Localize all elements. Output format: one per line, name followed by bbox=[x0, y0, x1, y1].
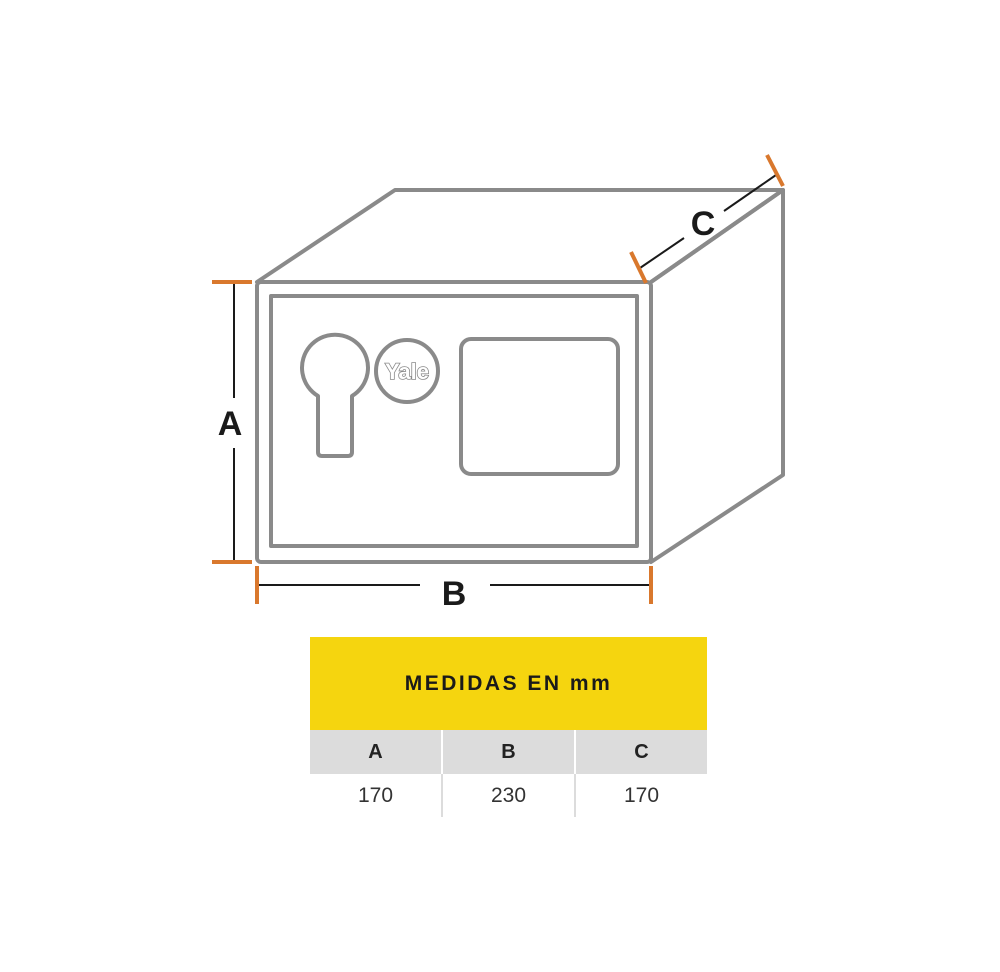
safe-body bbox=[255, 188, 785, 564]
dimension-a: A bbox=[212, 280, 252, 564]
safe-dimension-diagram: Yale A B C bbox=[212, 154, 785, 613]
header-cell-b: B bbox=[441, 730, 574, 774]
safe-side-face bbox=[649, 188, 785, 564]
value-cell-b: 230 bbox=[441, 774, 574, 817]
safe-door bbox=[269, 294, 639, 548]
header-cell-a: A bbox=[368, 740, 383, 763]
measurements-title: MEDIDAS EN mm bbox=[310, 637, 707, 730]
dimension-b: B bbox=[255, 566, 653, 613]
dimension-b-label: B bbox=[442, 575, 467, 613]
dimension-c-right-tick bbox=[765, 154, 785, 187]
measurements-header-row: A B C bbox=[310, 730, 707, 774]
measurements-table: MEDIDAS EN mm A B C 170 230 170 bbox=[310, 637, 707, 817]
dimension-c-left-tick bbox=[629, 251, 648, 284]
dimension-a-label: A bbox=[218, 405, 243, 443]
brand-logo-text: Yale bbox=[385, 359, 429, 384]
dimension-c: C bbox=[629, 154, 785, 284]
safe-front-face bbox=[255, 280, 653, 564]
header-cell-c: C bbox=[574, 730, 707, 774]
value-cell-c: 170 bbox=[574, 774, 707, 817]
keypad-panel bbox=[459, 337, 620, 476]
dimension-c-label: C bbox=[691, 205, 716, 243]
value-cell-a: 170 bbox=[357, 783, 394, 807]
keyhole-lock bbox=[300, 332, 370, 458]
brand-logo: Yale bbox=[374, 338, 440, 404]
measurements-value-row: 170 230 170 bbox=[310, 774, 707, 817]
